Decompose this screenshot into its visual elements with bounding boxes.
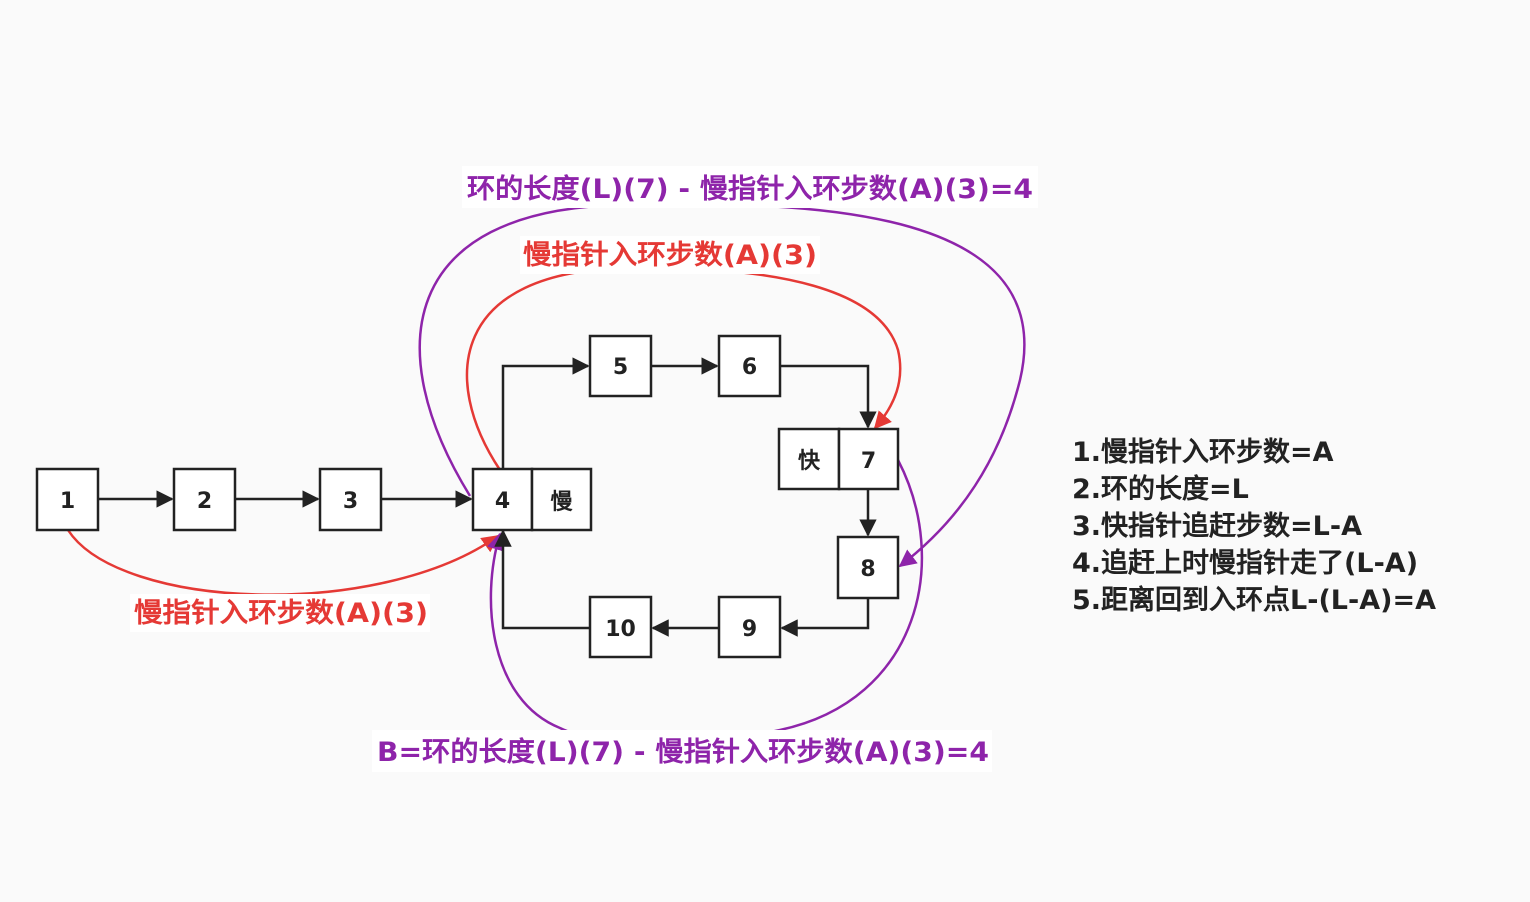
node-5: 5 [588,334,653,398]
node-7-label: 7 [861,449,876,474]
node-8: 8 [836,535,900,600]
node-6: 6 [717,334,782,398]
node-10-label: 10 [605,617,636,642]
bottom-red-arc [66,529,500,596]
edge-4-5 [501,357,590,469]
node-3-label: 3 [343,489,358,514]
node-7: 7 [837,427,900,491]
node-4-label: 4 [495,489,510,514]
node-4: 4 [471,467,534,532]
node-2-label: 2 [197,489,212,514]
node-9: 9 [717,595,782,659]
node-9-label: 9 [742,617,757,642]
node-10: 10 [588,595,653,659]
node-2: 2 [172,467,237,532]
note-4: 4.追赶上时慢指针走了(L-A) [1072,548,1419,579]
edge-6-7 [780,364,877,429]
top-purple-arc [418,202,1026,568]
fast-pointer-marker: 快 [777,427,841,491]
note-2: 2.环的长度=L [1072,474,1249,505]
edge-10-4 [494,529,589,630]
node-3: 3 [318,467,383,532]
bottom-purple-annotation: B=环的长度(L)(7) - 慢指针入环步数(A)(3)=4 [377,736,989,768]
edge-8-9 [780,598,870,637]
node-8-label: 8 [860,557,875,582]
slow-pointer-marker: 慢 [530,467,593,532]
node-1-label: 1 [60,489,75,514]
bottom-red-annotation: 慢指针入环步数(A)(3) [134,598,428,629]
node-5-label: 5 [613,355,628,380]
explanation-notes: 1.慢指针入环步数=A 2.环的长度=L 3.快指针追赶步数=L-A 4.追赶上… [1072,434,1436,619]
top-red-annotation: 慢指针入环步数(A)(3) [523,240,817,271]
top-purple-annotation: 环的长度(L)(7) - 慢指针入环步数(A)(3)=4 [467,173,1033,205]
note-5: 5.距离回到入环点L-(L-A)=A [1072,585,1436,616]
note-1: 1.慢指针入环步数=A [1072,437,1334,468]
node-6-label: 6 [742,355,757,380]
slow-pointer-label: 慢 [550,489,573,515]
note-3: 3.快指针追赶步数=L-A [1072,511,1362,542]
fast-pointer-label: 快 [798,449,821,474]
node-1: 1 [35,467,100,532]
